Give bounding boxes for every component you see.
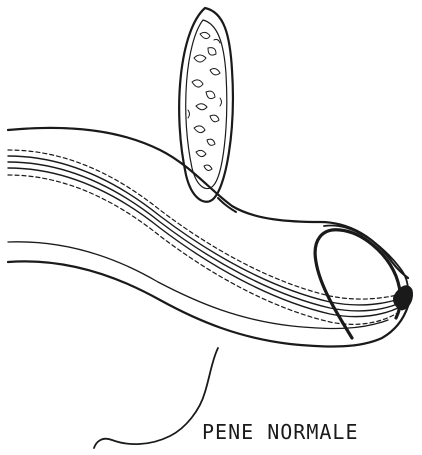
testicle	[179, 8, 233, 202]
testicle-outer-outline	[179, 8, 233, 202]
scrotal-line	[94, 348, 218, 448]
spermatic-cord	[218, 198, 236, 212]
meatus	[393, 286, 412, 310]
testicle-texture	[188, 32, 222, 170]
urethra-lines	[8, 150, 402, 324]
diagram-caption: PENE NORMALE	[202, 420, 359, 444]
